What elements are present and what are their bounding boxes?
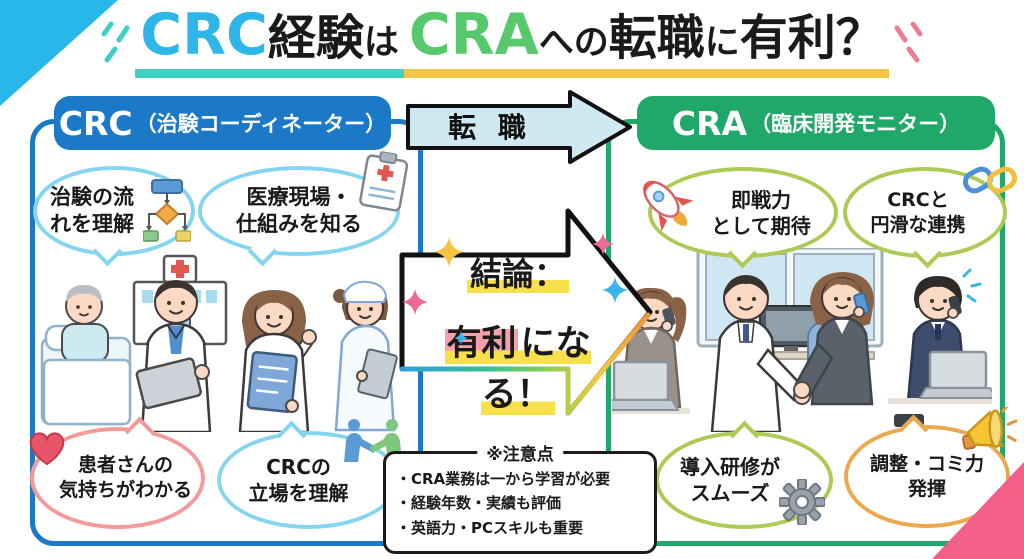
crc-coordinator-illustration bbox=[238, 290, 317, 432]
title-part-crc-experience: CRC 経験 は bbox=[135, 2, 404, 78]
notes-title: ※注意点 bbox=[477, 440, 563, 465]
sparkle-pink-icon bbox=[402, 289, 428, 315]
note-item: ・経験年数・実績も評価 bbox=[396, 494, 562, 513]
office-scene-illustration bbox=[612, 248, 992, 432]
hospital-scene-illustration bbox=[40, 254, 398, 432]
conclusion-line2-highlight: 有利 bbox=[446, 324, 517, 364]
cra-panel-header: CRA （臨床開発モニター） bbox=[637, 96, 995, 150]
nurse-illustration bbox=[333, 280, 398, 432]
bubble-text: CRCの 立場を理解 bbox=[248, 455, 349, 505]
chain-link-icon bbox=[963, 166, 1017, 194]
bubble-know-medical-field: 医療現場・ 仕組みを知る bbox=[198, 150, 409, 267]
bubble-immediate-asset: 即戦力 として期待 bbox=[643, 167, 838, 269]
title-seg-ni: に bbox=[704, 23, 740, 63]
notes-box: ※注意点 ・CRA業務は一から学習が必要 ・経験年数・実績も評価 ・英語力・PC… bbox=[383, 440, 657, 554]
sparkle-yellow-icon bbox=[434, 237, 464, 267]
cra-woman-phone-laptop-illustration bbox=[612, 286, 690, 414]
megaphone-icon bbox=[962, 407, 1018, 450]
sparkle-blue-small-icon bbox=[454, 331, 468, 345]
bubble-text: CRCと 円滑な連携 bbox=[870, 188, 966, 236]
bubble-text: 治験の流 れを理解 bbox=[50, 184, 134, 236]
title-seg-yuri: 有利？ bbox=[739, 10, 884, 66]
crc-header-acronym: CRC bbox=[58, 103, 133, 143]
transfer-arrow-label: 転 職 bbox=[448, 111, 532, 144]
transfer-arrow-shape-icon bbox=[406, 90, 632, 164]
crc-header-fullname: （治験コーディネーター） bbox=[135, 112, 387, 136]
transfer-arrow: 転 職 bbox=[402, 89, 635, 165]
clipboard-icon bbox=[359, 150, 409, 212]
doctor-handshake-illustration bbox=[710, 275, 811, 432]
title-seg-tenshoku: 転職 bbox=[608, 10, 705, 66]
title-seg-keiken: 経験 bbox=[267, 10, 364, 66]
title-seg-heno: への bbox=[538, 23, 609, 63]
conclusion-text: 結論： 有利になる！ bbox=[410, 249, 626, 417]
bubble-text: 導入研修が スムーズ bbox=[680, 455, 780, 505]
note-item: ・英語力・PCスキルも重要 bbox=[396, 518, 584, 537]
cra-woman-handshake-illustration bbox=[793, 272, 874, 406]
page-title: CRC 経験 は CRA への 転職 に 有利？ bbox=[0, 2, 1024, 78]
bubble-text: 患者さんの 気持ちがわかる bbox=[58, 454, 192, 501]
heart-icon bbox=[29, 432, 65, 466]
elderly-patient-illustration bbox=[40, 285, 132, 426]
title-seg-wa: は bbox=[363, 23, 399, 63]
bubble-understand-crc-position: CRCの 立場を理解 bbox=[217, 419, 402, 529]
conclusion-arrow: 結論： 有利になる！ bbox=[396, 203, 658, 421]
bubble-understand-trial-flow: 治験の流 れを理解 bbox=[33, 166, 195, 267]
cra-header-fullname: （臨床開発モニター） bbox=[750, 112, 961, 136]
doctor-illustration bbox=[135, 280, 212, 432]
note-item: ・CRA業務は一から学習が必要 bbox=[396, 470, 611, 488]
sparkle-blue-right-icon bbox=[602, 277, 628, 303]
notes-list: ・CRA業務は一から学習が必要 ・経験年数・実績も評価 ・英語力・PCスキルも重… bbox=[386, 454, 654, 544]
bubble-smooth-crc-cooperation: CRCと 円滑な連携 bbox=[843, 166, 1017, 269]
title-seg-cra: CRA bbox=[408, 2, 539, 68]
bubble-smooth-onboarding: 導入研修が スムーズ bbox=[655, 420, 833, 529]
cra-header-acronym: CRA bbox=[671, 103, 748, 143]
bubble-text: 調整・コミ力 発揮 bbox=[869, 452, 984, 500]
title-part-cra-advantage: CRA への 転職 に 有利？ bbox=[403, 2, 889, 78]
title-seg-crc: CRC bbox=[140, 2, 268, 68]
conclusion-line1: 結論： bbox=[466, 255, 569, 293]
title-dash-right-icon bbox=[894, 21, 923, 63]
bubble-understand-patient-feelings: 患者さんの 気持ちがわかる bbox=[29, 416, 205, 529]
crc-panel-header: CRC （治験コーディネーター） bbox=[54, 96, 391, 150]
rocket-icon bbox=[643, 180, 694, 232]
title-dash-left-icon bbox=[101, 21, 130, 63]
gear-icon bbox=[779, 479, 825, 525]
flowchart-icon bbox=[143, 179, 191, 242]
sparkle-pink-right-icon bbox=[592, 233, 614, 255]
bubble-text: 医療現場・ 仕組みを知る bbox=[236, 184, 362, 236]
bubble-text: 即戦力 として期待 bbox=[711, 187, 811, 238]
cra-man-phone-laptop-illustration bbox=[888, 268, 992, 427]
